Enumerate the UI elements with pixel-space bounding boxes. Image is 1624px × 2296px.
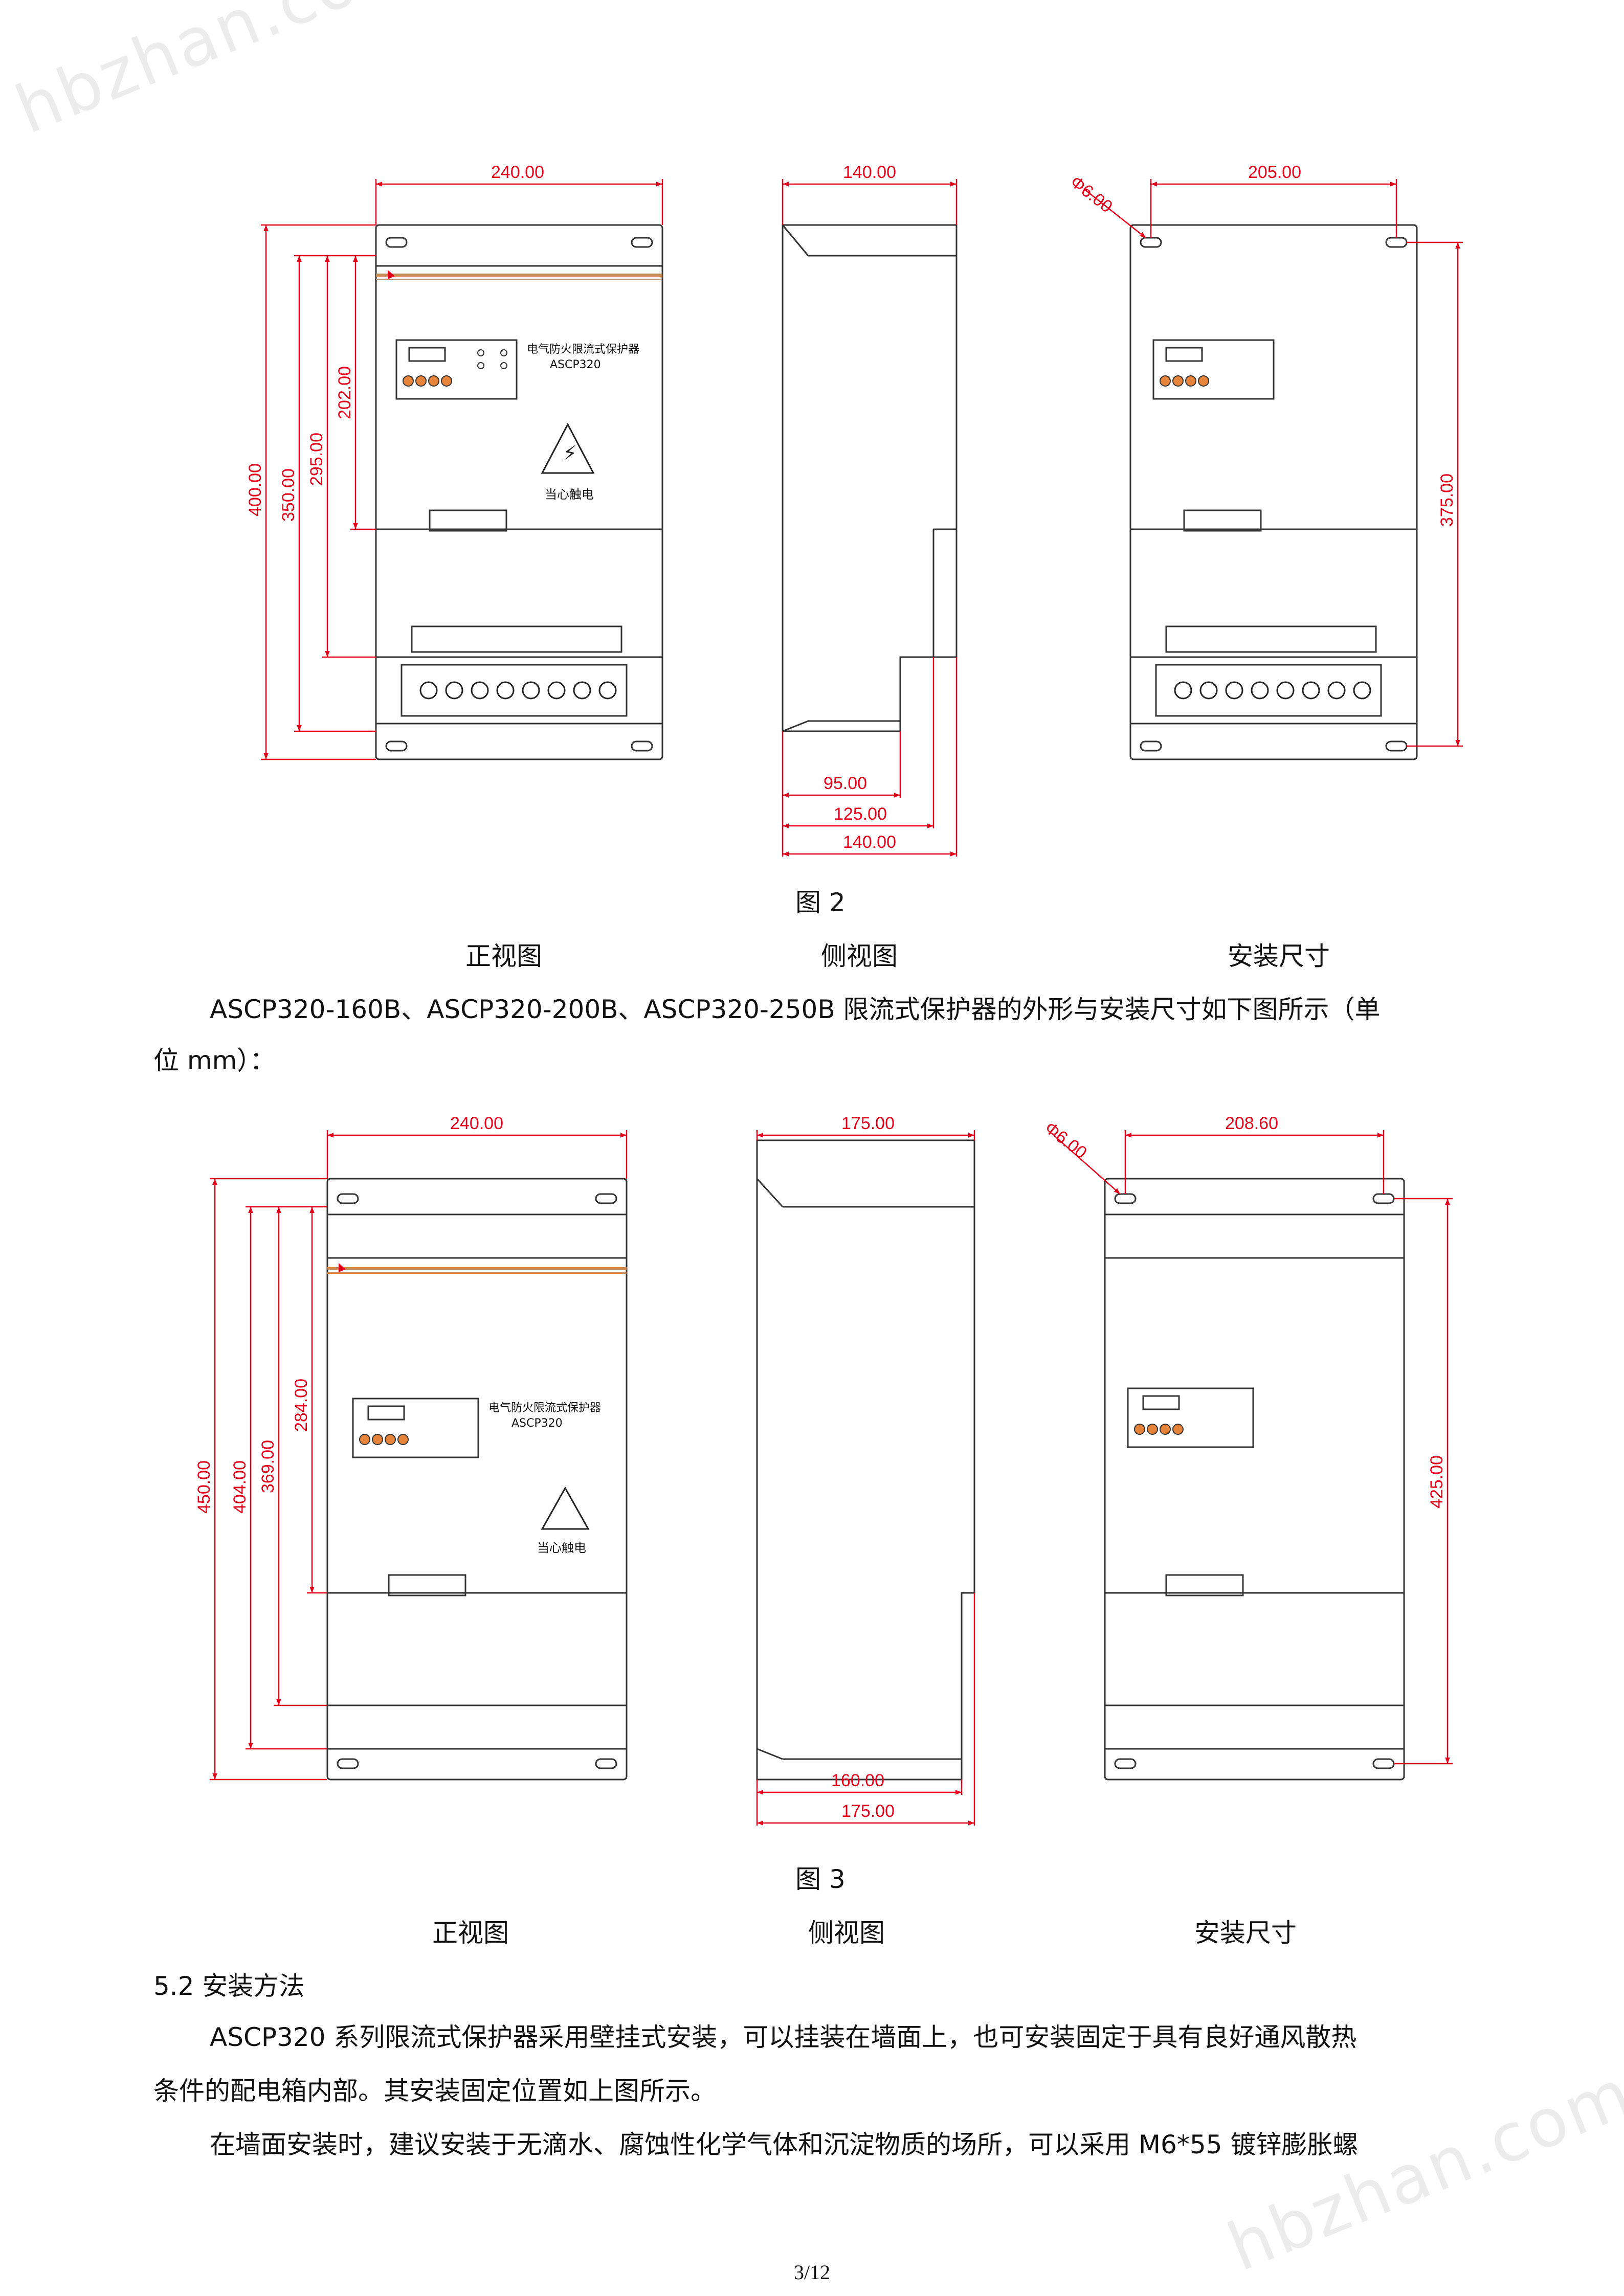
fig2-front-width-dim: 240.00 xyxy=(491,163,544,182)
fig2-side-depth-top-dim: 140.00 xyxy=(843,163,896,182)
fig2-side-view xyxy=(782,224,958,732)
fig2-install-terminal-screws xyxy=(1174,681,1371,700)
fig2-install-dimension-lines xyxy=(1084,179,1463,747)
page-number: 3/12 xyxy=(793,2261,831,2284)
fig2-front-dimension-lines xyxy=(261,179,663,760)
fig2-install-buttons xyxy=(1160,375,1209,387)
figure3-label-install: 安装尺寸 xyxy=(1194,1918,1297,1948)
fig3-front-warning-label: 当心触电 xyxy=(537,1541,586,1555)
fig3-side-d2-dim: 175.00 xyxy=(841,1802,895,1821)
fig2-install-span-w-dim: 205.00 xyxy=(1248,163,1301,182)
fig2-front-warning-label: 当心触电 xyxy=(545,487,594,502)
fig2-front-view xyxy=(375,224,663,760)
fig2-install-view xyxy=(1129,224,1418,760)
figure3-label-front: 正视图 xyxy=(432,1918,509,1948)
fig3-install-buttons xyxy=(1134,1424,1184,1435)
fig2-install-hole-dim: Φ6.00 xyxy=(1066,172,1116,216)
figure2-label-side: 侧视图 xyxy=(821,941,898,971)
fig2-front-height-b-dim: 295.00 xyxy=(307,433,326,486)
fig2-front-panel-title: 电气防火限流式保护器 xyxy=(527,343,639,356)
fig3-install-span-h-dim: 425.00 xyxy=(1427,1455,1447,1509)
fig2-front-height-total-dim: 400.00 xyxy=(246,463,265,516)
fig2-install-span-h-dim: 375.00 xyxy=(1437,474,1457,527)
fig3-front-height-total-dim: 450.00 xyxy=(194,1460,214,1514)
fig2-front-buttons xyxy=(403,375,452,387)
fig3-front-brand-stripe xyxy=(327,1263,627,1274)
fig2-front-brand-stripe xyxy=(376,270,662,280)
fig2-side-d1-dim: 95.00 xyxy=(824,774,867,793)
wall-install-paragraph-line1: 在墙面安装时，建议安装于无滴水、腐蚀性化学气体和沉淀物质的场所，可以采用 M6*… xyxy=(210,2130,1359,2159)
fig3-front-view xyxy=(326,1178,628,1781)
figure2-caption: 图 2 xyxy=(795,888,846,917)
figure3-caption: 图 3 xyxy=(795,1864,846,1894)
fig3-side-dimension-lines xyxy=(756,1130,975,1826)
fig2-front-height-mid-dim: 350.00 xyxy=(279,468,298,522)
fig3-front-dimension-lines xyxy=(210,1130,628,1781)
section-heading: 5.2 安装方法 xyxy=(153,1971,305,2001)
fig3-side-d1-dim: 160.00 xyxy=(831,1771,884,1790)
fig2-front-panel-model: ASCP320 xyxy=(550,358,601,371)
fig2-front-height-a-dim: 202.00 xyxy=(335,366,354,419)
install-paragraph-line2: 条件的配电箱内部。其安装固定位置如上图所示。 xyxy=(153,2076,716,2106)
fig2-side-d3-dim: 140.00 xyxy=(843,832,896,852)
fig2-side-d2-dim: 125.00 xyxy=(834,804,887,824)
fig3-front-panel-model: ASCP320 xyxy=(511,1417,563,1430)
fig3-install-view xyxy=(1104,1178,1405,1781)
install-paragraph-line1: ASCP320 系列限流式保护器采用壁挂式安装，可以挂装在墙面上，也可安装固定于… xyxy=(210,2022,1357,2052)
fig3-front-height-b-dim: 369.00 xyxy=(258,1440,278,1493)
fig3-install-hole-dim: Φ6.00 xyxy=(1041,1118,1091,1162)
figure2-label-install: 安装尺寸 xyxy=(1228,941,1330,971)
lightning-icon: ⚡ xyxy=(563,442,577,465)
fig3-front-panel-title: 电气防火限流式保护器 xyxy=(488,1402,601,1414)
fig3-side-depth-top-dim: 175.00 xyxy=(841,1114,895,1133)
intro-paragraph-line1: ASCP320-160B、ASCP320-200B、ASCP320-250B 限… xyxy=(210,995,1381,1024)
fig3-front-buttons xyxy=(359,1434,409,1445)
fig3-install-span-w-dim: 208.60 xyxy=(1225,1114,1278,1133)
fig2-front-leds xyxy=(477,349,507,369)
fig3-side-view xyxy=(756,1139,975,1781)
figure3-label-side: 侧视图 xyxy=(808,1918,885,1948)
figure2-label-front: 正视图 xyxy=(465,941,542,971)
fig3-front-width-dim: 240.00 xyxy=(450,1114,503,1133)
fig3-install-dimension-lines xyxy=(1053,1130,1453,1765)
fig2-front-terminal-screws xyxy=(419,681,617,700)
intro-paragraph-line2: 位 mm）： xyxy=(153,1046,276,1075)
fig3-front-height-mid-dim: 404.00 xyxy=(230,1460,250,1514)
fig3-front-height-a-dim: 284.00 xyxy=(292,1379,311,1432)
fig2-side-dimension-lines xyxy=(782,179,958,857)
